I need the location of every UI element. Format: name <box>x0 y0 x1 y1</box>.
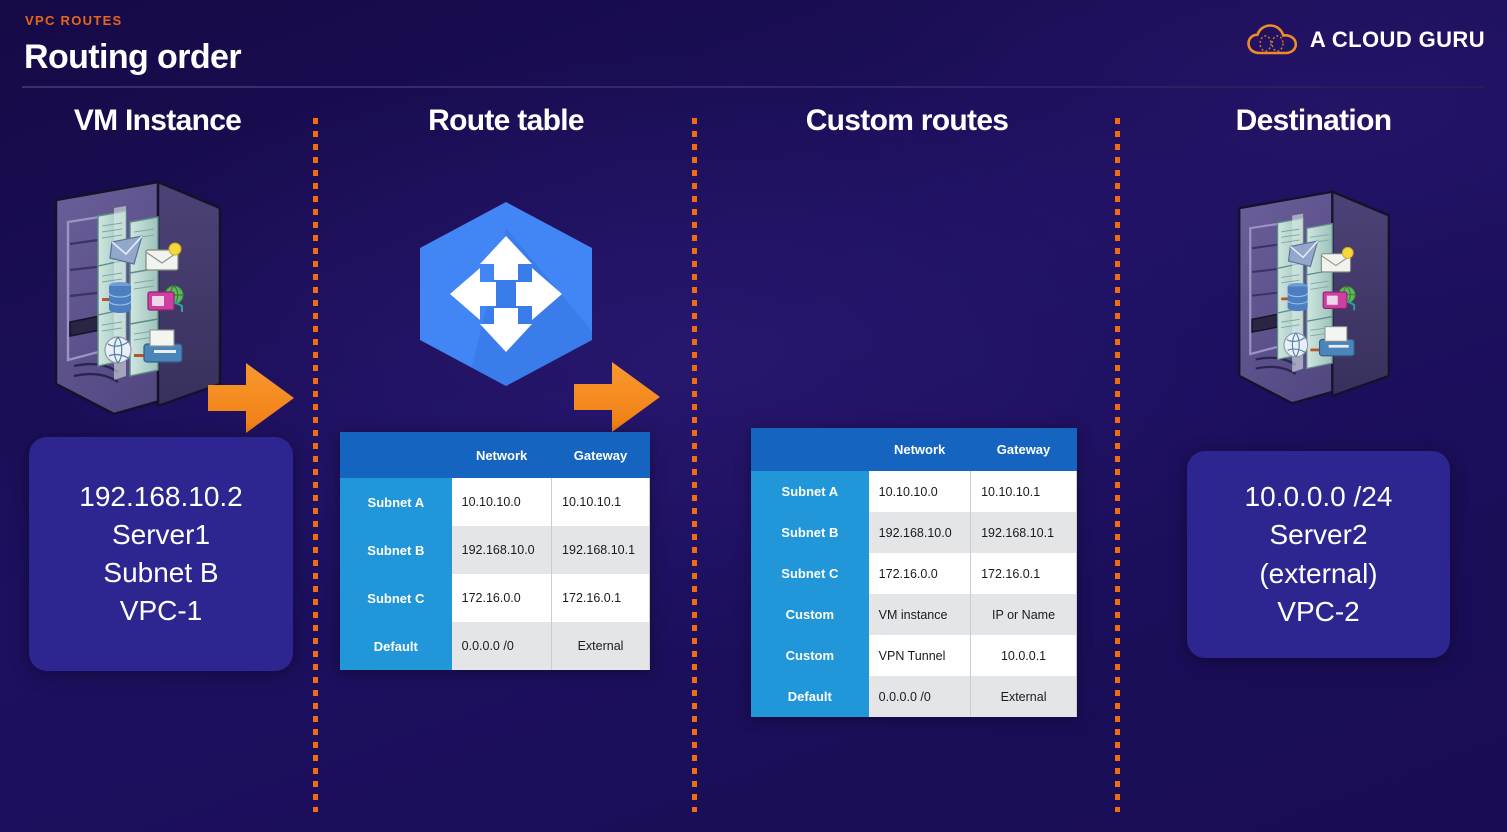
card-line: Server1 <box>111 518 211 550</box>
row-network: 192.168.10.0 <box>868 512 972 553</box>
row-network: 172.16.0.0 <box>451 574 553 622</box>
header-divider <box>22 86 1485 88</box>
row-label: Default <box>751 676 869 717</box>
row-gateway: 172.16.0.1 <box>551 574 650 622</box>
table-row: Subnet A 10.10.10.0 10.10.10.1 <box>751 471 1077 512</box>
row-network: 10.10.10.0 <box>451 478 553 526</box>
brand-logo: A CLOUD GURU <box>1247 22 1485 58</box>
row-label: Subnet B <box>340 526 452 574</box>
server-tower-icon <box>1232 180 1428 415</box>
row-label: Subnet C <box>751 553 869 594</box>
table-row: Subnet C 172.16.0.0 172.16.0.1 <box>751 553 1077 594</box>
table-row: Default 0.0.0.0 /0 External <box>751 676 1077 717</box>
card-line: Server2 <box>1269 519 1368 551</box>
right-arrow-icon <box>208 363 294 433</box>
column-title-destination: Destination <box>1235 104 1392 137</box>
row-gateway: 10.10.10.1 <box>551 478 650 526</box>
row-gateway: 192.168.10.1 <box>970 512 1077 553</box>
row-label: Subnet B <box>751 512 869 553</box>
column-title-vm-instance: VM Instance <box>73 104 242 137</box>
custom-table-head: Network Gateway <box>751 428 1077 471</box>
card-line: VPC-1 <box>119 595 203 627</box>
table-row: Custom VPN Tunnel 10.0.0.1 <box>751 635 1077 676</box>
brand-name: A CLOUD GURU <box>1309 27 1485 52</box>
card-line: 10.0.0.0 /24 <box>1244 481 1393 513</box>
row-network: VPN Tunnel <box>868 635 972 676</box>
custom-routes-table: Network Gateway Subnet A 10.10.10.0 10.1… <box>751 428 1077 717</box>
column-title-custom-routes: Custom routes <box>805 104 1009 137</box>
table-row: Default 0.0.0.0 /0 External <box>340 622 650 670</box>
row-network: VM instance <box>868 594 972 635</box>
destination-info-card: 10.0.0.0 /24 Server2 (external) VPC-2 <box>1187 451 1450 658</box>
slide-header: VPC ROUTES Routing order A CLOUD GURU <box>0 0 1507 88</box>
row-label: Subnet A <box>340 478 452 526</box>
table-row: Subnet B 192.168.10.0 192.168.10.1 <box>340 526 650 574</box>
table-header-row: Network Gateway <box>751 428 1077 471</box>
row-label: Default <box>340 622 452 670</box>
row-gateway: 192.168.10.1 <box>551 526 650 574</box>
row-network: 0.0.0.0 /0 <box>868 676 972 717</box>
header-network: Network <box>451 432 552 478</box>
row-network: 172.16.0.0 <box>868 553 972 594</box>
row-gateway: IP or Name <box>970 594 1077 635</box>
vm-instance-info-card: 192.168.10.2 Server1 Subnet B VPC-1 <box>29 437 293 671</box>
card-line: VPC-2 <box>1277 595 1360 627</box>
header-blank <box>751 428 869 471</box>
column-divider-2 <box>692 118 697 812</box>
row-gateway: 10.0.0.1 <box>970 635 1077 676</box>
route-table: Network Gateway Subnet A 10.10.10.0 10.1… <box>340 432 650 670</box>
table-row: Subnet A 10.10.10.0 10.10.10.1 <box>340 478 650 526</box>
right-arrow-icon <box>574 362 660 432</box>
card-line: (external) <box>1259 557 1378 589</box>
server-tower-icon <box>48 178 263 418</box>
table-row: Subnet B 192.168.10.0 192.168.10.1 <box>751 512 1077 553</box>
row-label: Custom <box>751 635 869 676</box>
row-label: Subnet C <box>340 574 452 622</box>
row-label: Custom <box>751 594 869 635</box>
row-gateway: 10.10.10.1 <box>970 471 1077 512</box>
custom-table-body: Subnet A 10.10.10.0 10.10.10.1 Subnet B … <box>751 471 1077 717</box>
row-gateway: External <box>970 676 1077 717</box>
cloud-router-hexagon-icon <box>406 198 606 390</box>
card-line: Subnet B <box>103 557 219 588</box>
route-table-body: Subnet A 10.10.10.0 10.10.10.1 Subnet B … <box>340 478 650 670</box>
table-row: Custom VM instance IP or Name <box>751 594 1077 635</box>
header-gateway: Gateway <box>970 428 1077 471</box>
route-table-head: Network Gateway <box>340 432 650 478</box>
column-divider-3 <box>1115 118 1120 812</box>
cloud-icon <box>1247 23 1299 57</box>
column-title-route-table: Route table <box>428 104 584 137</box>
eyebrow-label: VPC ROUTES <box>25 13 123 28</box>
table-row: Subnet C 172.16.0.0 172.16.0.1 <box>340 574 650 622</box>
row-network: 192.168.10.0 <box>451 526 553 574</box>
header-blank <box>340 432 452 478</box>
column-divider-1 <box>313 118 318 812</box>
row-network: 10.10.10.0 <box>868 471 972 512</box>
header-network: Network <box>868 428 971 471</box>
table-header-row: Network Gateway <box>340 432 650 478</box>
card-line: 192.168.10.2 <box>79 480 243 512</box>
row-label: Subnet A <box>751 471 869 512</box>
row-gateway: External <box>551 622 650 670</box>
row-network: 0.0.0.0 /0 <box>451 622 553 670</box>
page-title: Routing order <box>24 38 242 76</box>
row-gateway: 172.16.0.1 <box>970 553 1077 594</box>
header-gateway: Gateway <box>551 432 650 478</box>
